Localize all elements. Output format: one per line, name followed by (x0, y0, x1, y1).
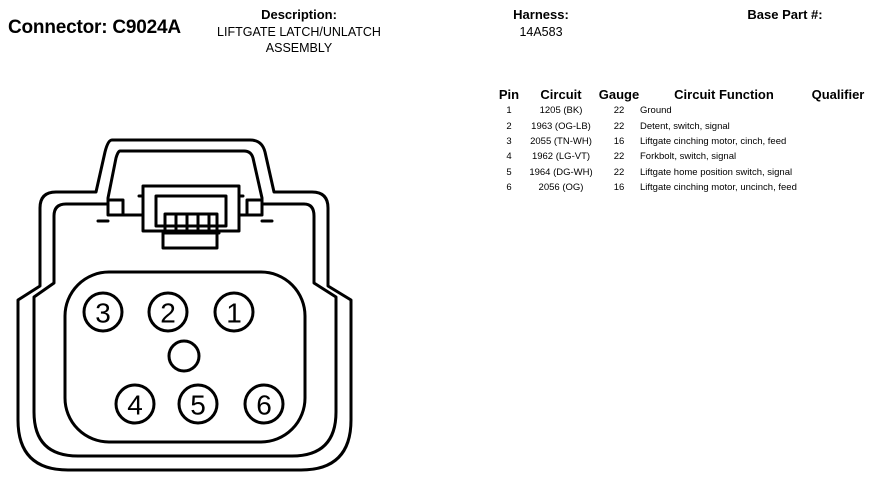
table-row: 2 1963 (OG-LB) 22 Detent, switch, signal (494, 118, 868, 133)
row-circuit: 1964 (DG-WH) (529, 166, 593, 178)
row-qualifier (808, 118, 868, 133)
row-gauge: 22 (613, 166, 625, 178)
header-circuit: Circuit (540, 87, 582, 102)
pin-4-label: 4 (127, 390, 143, 421)
row-circuit: 1205 (BK) (539, 105, 583, 117)
row-qualifier (808, 103, 868, 118)
header-pin: Pin (498, 87, 520, 102)
row-gauge: 22 (613, 120, 625, 132)
row-pin: 2 (506, 120, 512, 132)
row-qualifier (808, 180, 868, 195)
pin-2-label: 2 (160, 298, 176, 329)
description-line-2: ASSEMBLY (265, 41, 333, 55)
description-line-1: LIFTGATE LATCH/UNLATCH (217, 25, 381, 39)
row-function: Forkbolt, switch, signal (640, 151, 737, 163)
row-qualifier (808, 134, 868, 149)
row-gauge: 22 (613, 151, 625, 163)
latch (96, 184, 274, 250)
row-gauge: 22 (613, 105, 625, 117)
table-row: 1 1205 (BK) 22 Ground (494, 103, 868, 118)
row-function: Liftgate home position switch, signal (640, 166, 793, 178)
row-qualifier (808, 149, 868, 164)
pin-6 (243, 383, 285, 425)
pin-1-label: 1 (226, 298, 242, 329)
row-gauge: 16 (613, 182, 625, 194)
connector-title: Connector: C9024A (8, 17, 181, 38)
row-qualifier (808, 165, 868, 180)
row-pin: 1 (506, 105, 512, 117)
row-pin: 4 (506, 151, 512, 163)
pin-3-label: 3 (95, 298, 111, 329)
row-pin: 3 (506, 135, 512, 147)
row-circuit: 1963 (OG-LB) (531, 120, 591, 132)
row-function: Liftgate cinching motor, cinch, feed (640, 135, 787, 147)
harness-value: 14A583 (519, 25, 563, 39)
row-circuit: 2056 (OG) (538, 182, 584, 194)
pin-5-label: 5 (190, 390, 206, 421)
pin-2 (147, 291, 189, 333)
description-label: Description: (261, 7, 337, 22)
pin-4 (114, 383, 156, 425)
row-pin: 5 (506, 166, 512, 178)
connector-face-diagram: 3 2 1 4 5 6 (16, 138, 353, 472)
table-row: 6 2056 (OG) 16 Liftgate cinching motor, … (494, 180, 868, 195)
harness-label: Harness: (513, 7, 569, 22)
row-function: Detent, switch, signal (640, 120, 730, 132)
pin-table: Pin Circuit Gauge Circuit Function Quali… (494, 86, 868, 195)
pin-table-header: Pin Circuit Gauge Circuit Function Quali… (494, 86, 868, 103)
pin-3 (82, 291, 124, 333)
header-qualifier: Qualifier (811, 87, 865, 102)
table-row: 5 1964 (DG-WH) 22 Liftgate home position… (494, 165, 868, 180)
header-circuit-function: Circuit Function (674, 87, 774, 102)
row-pin: 6 (506, 182, 512, 194)
header-gauge: Gauge (598, 87, 640, 102)
pin-6-label: 6 (256, 390, 272, 421)
description-value: LIFTGATE LATCH/UNLATCH ASSEMBLY (200, 24, 398, 56)
table-row: 3 2055 (TN-WH) 16 Liftgate cinching moto… (494, 134, 868, 149)
housing-outer (16, 138, 353, 472)
pin-5 (177, 383, 219, 425)
table-row: 4 1962 (LG-VT) 22 Forkbolt, switch, sign… (494, 149, 868, 164)
row-circuit: 2055 (TN-WH) (530, 135, 592, 147)
row-gauge: 16 (613, 135, 625, 147)
row-function: Liftgate cinching motor, uncinch, feed (640, 182, 797, 194)
pin-1 (213, 291, 255, 333)
pin-cavity (63, 270, 307, 444)
row-function: Ground (640, 105, 672, 117)
row-circuit: 1962 (LG-VT) (531, 151, 591, 163)
base-part-label: Base Part #: (747, 7, 823, 22)
keying-hole (167, 339, 201, 373)
